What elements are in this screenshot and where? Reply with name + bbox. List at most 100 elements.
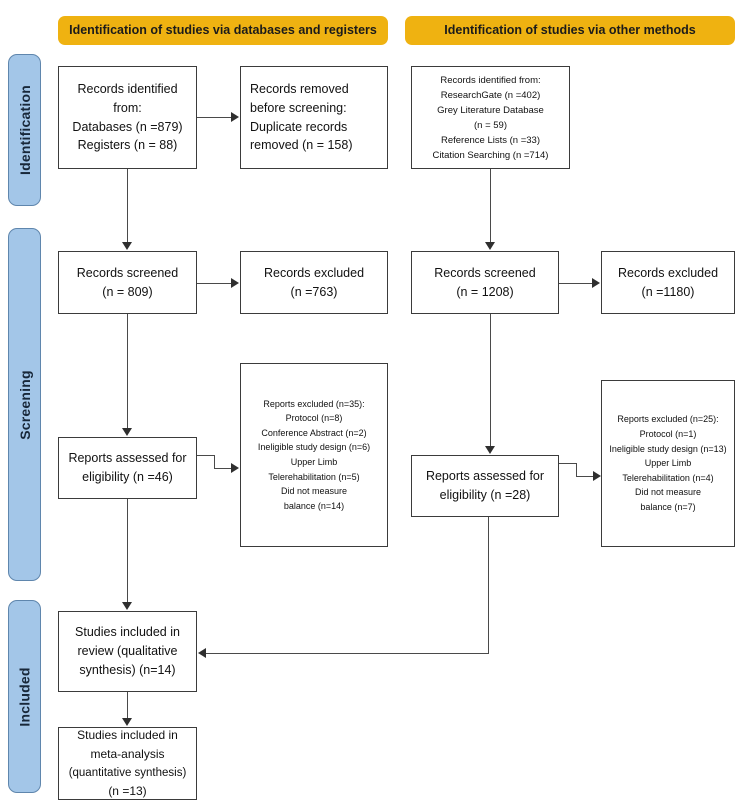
box-studies-included-review: Studies included in review (qualitative … <box>58 611 197 692</box>
connector-identified-to-removed <box>197 117 232 119</box>
arrowhead-identified-to-removed <box>231 112 239 122</box>
box-line: Ineligible study design (n=6) <box>257 442 371 453</box>
arrowhead-screened-to-assessed-other <box>485 446 495 454</box>
box-records-removed-before-screening: Records removed before screening: Duplic… <box>240 66 388 169</box>
arrowhead-screened-to-excluded-other <box>592 278 600 288</box>
box-reports-assessed-other-methods: Reports assessed for eligibility (n =28) <box>411 455 559 517</box>
box-records-excluded-other-methods: Records excluded (n =1180) <box>601 251 735 314</box>
box-line: Reports assessed for <box>425 469 545 484</box>
box-line: Telerehabilitation (n=5) <box>268 471 360 482</box>
box-line: Records identified <box>77 82 178 96</box>
box-line: synthesis) (n=14) <box>79 662 176 677</box>
box-line: Studies included in <box>75 625 180 640</box>
box-line: (n =1180) <box>641 284 695 299</box>
stage-bar-included: Included <box>8 600 41 793</box>
box-line: ResearchGate (n =402) <box>440 89 541 101</box>
arrowhead-identified-to-screened-other <box>485 242 495 250</box>
connector-assessed-to-excluded-db-bottom <box>214 468 232 470</box>
connector-screened-to-excluded-db <box>197 283 232 285</box>
box-line: Reports excluded (n=25): <box>617 414 719 425</box>
box-line: Duplicate records <box>250 119 348 134</box>
connector-screened-to-assessed-other <box>490 314 492 448</box>
stage-bar-identification: Identification <box>8 54 41 206</box>
box-line: Citation Searching (n =714) <box>432 149 549 161</box>
connector-screened-to-excluded-other <box>559 283 593 285</box>
box-line: Upper Limb <box>644 458 692 469</box>
box-line: Studies included in <box>77 728 178 742</box>
arrowhead-screened-to-assessed-db <box>122 428 132 436</box>
box-line: Records identified from: <box>440 74 541 86</box>
connector-assessed-to-excluded-other-bottom <box>576 476 594 478</box>
banner-databases-registers: Identification of studies via databases … <box>58 16 388 45</box>
stage-bar-screening: Screening <box>8 228 41 581</box>
box-line: (quantitative synthesis) <box>68 766 187 779</box>
box-line: from: <box>113 100 142 115</box>
connector-assessed-to-excluded-other-top <box>559 463 577 465</box>
box-records-screened-other-methods: Records screened (n = 1208) <box>411 251 559 314</box>
connector-identified-to-screened-other <box>490 169 492 244</box>
box-line: Records screened <box>434 265 536 280</box>
arrowhead-assessed-to-excluded-db <box>231 463 239 473</box>
connector-review-to-meta-analysis <box>127 692 129 720</box>
box-line: Ineligible study design (n=13) <box>609 443 727 454</box>
box-line: review (qualitative <box>77 644 178 659</box>
box-line: Databases (n =879) <box>72 119 183 134</box>
box-line: Grey Literature Database <box>437 104 544 116</box>
box-line: Reference Lists (n =33) <box>440 134 540 146</box>
box-line: Records excluded <box>617 265 719 280</box>
banner-other-methods: Identification of studies via other meth… <box>405 16 735 45</box>
box-records-excluded-databases: Records excluded (n =763) <box>240 251 388 314</box>
box-line: removed (n = 158) <box>250 138 353 153</box>
stage-label-screening: Screening <box>16 369 33 440</box>
box-line: (n = 59) <box>473 119 507 131</box>
connector-identified-to-screened-db <box>127 169 129 244</box>
box-line: Protocol (n=1) <box>639 429 697 440</box>
box-line: Did not measure <box>280 486 348 497</box>
box-line: Registers (n = 88) <box>77 138 178 153</box>
box-reports-assessed-databases: Reports assessed for eligibility (n =46) <box>58 437 197 499</box>
arrowhead-identified-to-screened-db <box>122 242 132 250</box>
box-records-screened-databases: Records screened (n = 809) <box>58 251 197 314</box>
stage-label-included: Included <box>16 666 33 727</box>
box-reports-excluded-databases: Reports excluded (n=35): Protocol (n=8) … <box>240 363 388 547</box>
arrowhead-review-to-meta-analysis <box>122 718 132 726</box>
box-line: Records removed <box>250 82 349 96</box>
box-line: Conference Abstract (n=2) <box>261 427 367 438</box>
box-line: eligibility (n =46) <box>82 470 173 484</box>
box-studies-included-meta-analysis: Studies included in meta-analysis (quant… <box>58 727 197 800</box>
arrowhead-screened-to-excluded-db <box>231 278 239 288</box>
box-records-identified-databases: Records identified from: Databases (n =8… <box>58 66 197 169</box>
arrowhead-assessed-to-excluded-other <box>593 471 601 481</box>
connector-assessed-other-to-included-vertical <box>488 517 490 654</box>
connector-assessed-to-included-db <box>127 499 129 604</box>
banner-databases-registers-label: Identification of studies via databases … <box>69 22 377 37</box>
connector-assessed-to-excluded-db-vertical <box>214 455 216 469</box>
connector-assessed-other-to-included-horizontal <box>206 653 489 655</box>
box-line: Telerehabilitation (n=4) <box>622 472 714 483</box>
box-line: meta-analysis <box>90 746 165 761</box>
box-reports-excluded-other-methods: Reports excluded (n=25): Protocol (n=1) … <box>601 380 735 547</box>
connector-assessed-to-excluded-other-vertical <box>576 463 578 477</box>
box-line: (n =13) <box>108 784 147 799</box>
box-line: eligibility (n =28) <box>439 488 531 502</box>
box-line: Reports assessed for <box>68 451 187 466</box>
box-line: Records excluded <box>263 265 365 280</box>
box-records-identified-other-methods: Records identified from: ResearchGate (n… <box>411 66 570 169</box>
stage-label-identification: Identification <box>16 85 33 175</box>
box-line: Did not measure <box>634 487 702 498</box>
box-line: before screening: <box>250 100 347 115</box>
box-line: balance (n=14) <box>283 500 345 511</box>
box-line: Upper Limb <box>290 457 338 467</box>
connector-assessed-to-excluded-db-top <box>197 455 215 457</box>
box-line: Protocol (n=8) <box>285 413 343 424</box>
box-line: Reports excluded (n=35): <box>263 398 365 409</box>
banner-other-methods-label: Identification of studies via other meth… <box>444 22 696 37</box>
arrowhead-assessed-to-included-db <box>122 602 132 610</box>
box-line: balance (n=7) <box>640 501 696 512</box>
box-line: (n =763) <box>290 284 338 299</box>
box-line: Records screened <box>76 265 179 280</box>
box-line: (n = 1208) <box>456 284 514 299</box>
box-line: (n = 809) <box>102 284 153 299</box>
arrowhead-assessed-other-to-included <box>198 648 206 658</box>
